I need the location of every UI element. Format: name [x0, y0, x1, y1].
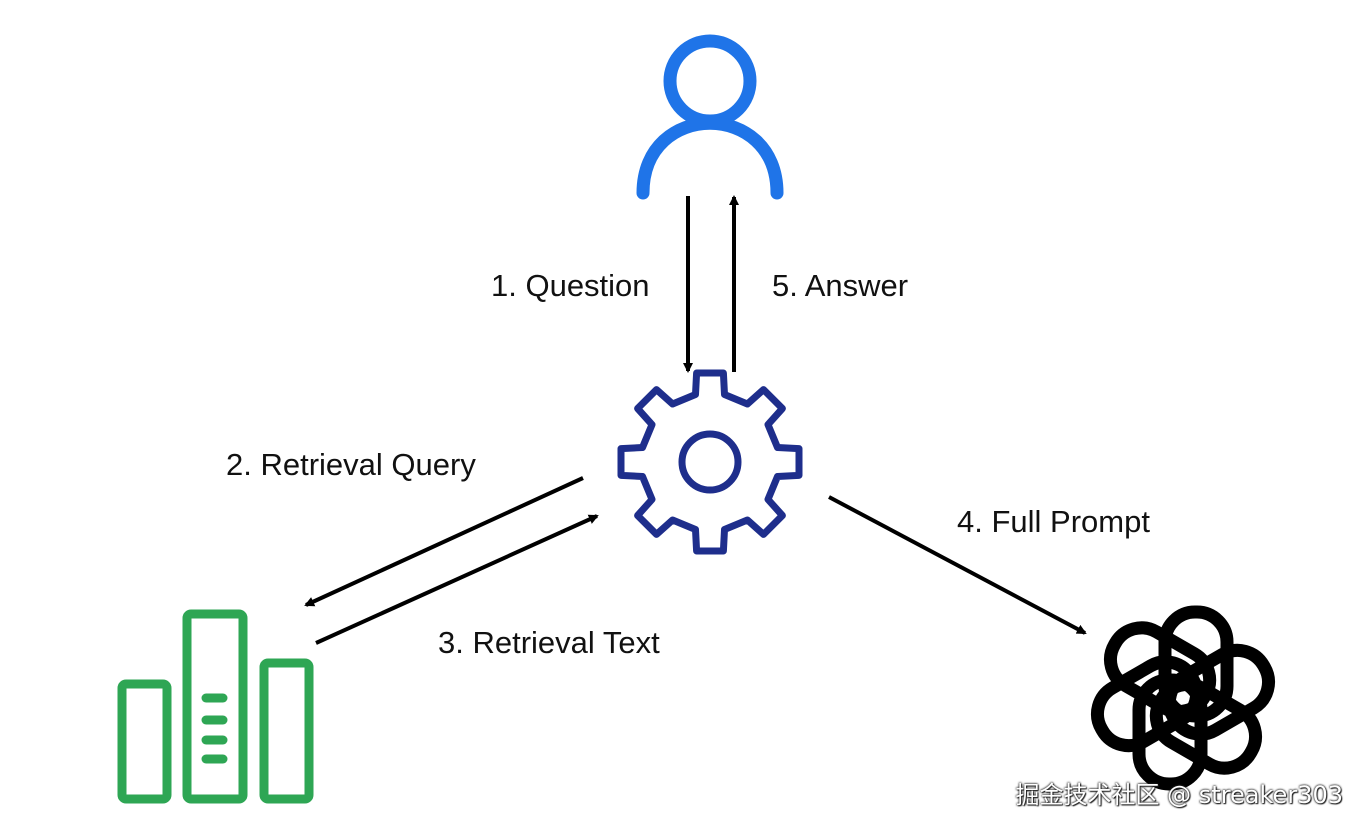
user-icon [636, 34, 784, 200]
openai-logo-link [1091, 655, 1204, 753]
retrieval-query-arrow [304, 476, 584, 607]
retrieval-text-arrow [315, 514, 599, 645]
gear-icon [617, 369, 803, 555]
openai-logo-link [1104, 621, 1217, 719]
database-bars-icon [117, 609, 314, 804]
openai-logo-link [1132, 673, 1208, 791]
question-label: 1. Question [491, 268, 650, 303]
full-prompt-arrow [828, 495, 1087, 635]
answer-label: 5. Answer [772, 268, 909, 303]
full-prompt-label: 4. Full Prompt [957, 504, 1150, 539]
retrieval-query-label: 2. Retrieval Query [226, 447, 476, 482]
retrieval-text-label: 3. Retrieval Text [438, 625, 660, 660]
openai-logo-icon [1091, 605, 1275, 791]
watermark: 掘金技术社区 @ streaker303 [1015, 781, 1343, 809]
